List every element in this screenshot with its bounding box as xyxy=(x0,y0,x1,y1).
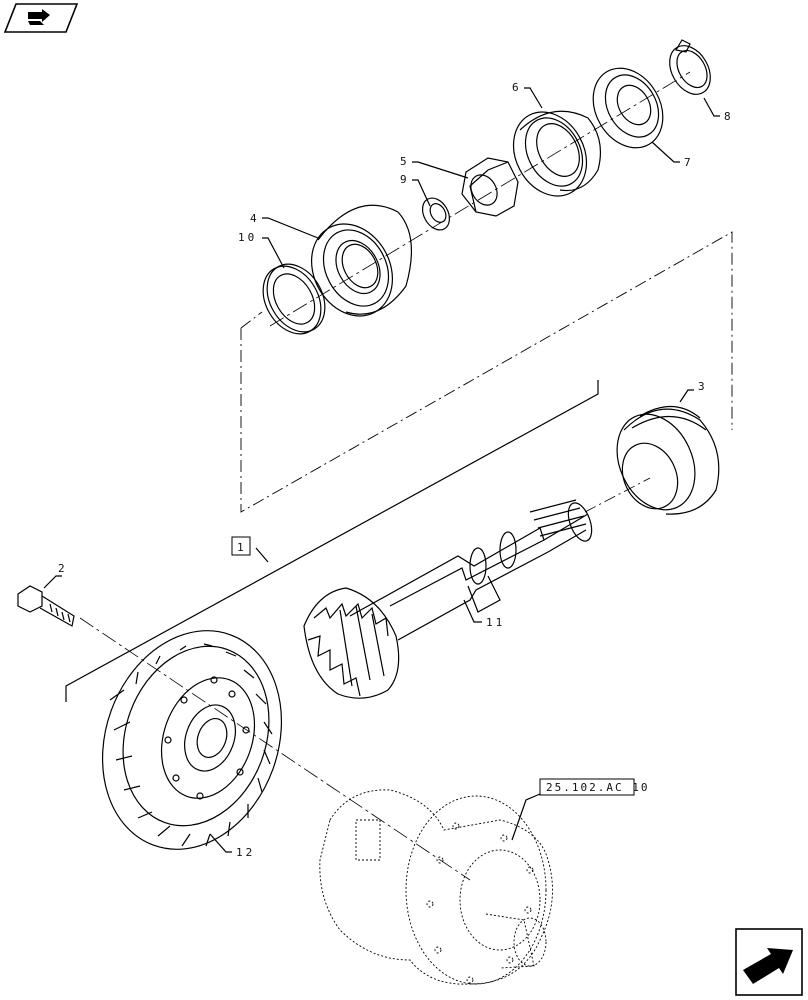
bearing-cone-3 xyxy=(616,405,720,515)
leader-4 xyxy=(262,217,319,239)
leader-1 xyxy=(255,547,269,563)
kit-bracket xyxy=(65,380,599,702)
callout-2: 2 xyxy=(58,562,68,575)
ring-gear-12 xyxy=(101,630,283,850)
leader-2 xyxy=(43,575,62,589)
leader-ref xyxy=(511,793,541,841)
leader-6 xyxy=(524,87,543,109)
shaft-center-line xyxy=(584,477,651,513)
callout-7: 7 xyxy=(684,156,694,169)
callout-5: 5 xyxy=(400,155,410,168)
next-page-button[interactable] xyxy=(735,928,803,996)
leader-11 xyxy=(463,599,482,623)
bearing-4 xyxy=(310,204,413,317)
callout-1-kit: 1 xyxy=(237,541,247,554)
snap-ring-8 xyxy=(669,39,711,95)
bearing-cup-6 xyxy=(512,110,601,197)
bearing-center-line xyxy=(269,71,691,327)
pinion-shaft-11 xyxy=(303,499,593,699)
callout-10: 10 xyxy=(238,231,257,244)
seal-7 xyxy=(592,67,664,149)
callout-11: 11 xyxy=(486,616,505,629)
washer-9 xyxy=(421,197,451,231)
back-to-index-button[interactable] xyxy=(3,3,79,33)
callout-3: 3 xyxy=(698,380,708,393)
callout-4: 4 xyxy=(250,212,260,225)
leader-7 xyxy=(651,141,680,163)
bolt-2 xyxy=(17,585,75,627)
leader-3 xyxy=(679,389,694,403)
nut-5 xyxy=(461,157,519,217)
reference-link-text[interactable]: 25.102.AC 10 xyxy=(546,781,649,794)
callout-12: 12 xyxy=(236,846,255,859)
leader-8 xyxy=(703,97,720,117)
shim-ring-10 xyxy=(262,263,326,335)
differential-housing-reference xyxy=(319,789,553,985)
leader-10 xyxy=(262,237,285,269)
gear-center-line xyxy=(79,617,471,881)
next-page-arrow-icon xyxy=(735,928,803,996)
reference-box xyxy=(539,778,635,796)
callout-6: 6 xyxy=(512,81,522,94)
assembly-outline xyxy=(240,231,733,513)
leader-9 xyxy=(412,179,431,207)
leader-5 xyxy=(412,161,469,179)
callout-8: 8 xyxy=(724,110,734,123)
book-arrow-icon xyxy=(3,3,79,33)
leader-12 xyxy=(209,833,232,853)
callout-9: 9 xyxy=(400,173,410,186)
